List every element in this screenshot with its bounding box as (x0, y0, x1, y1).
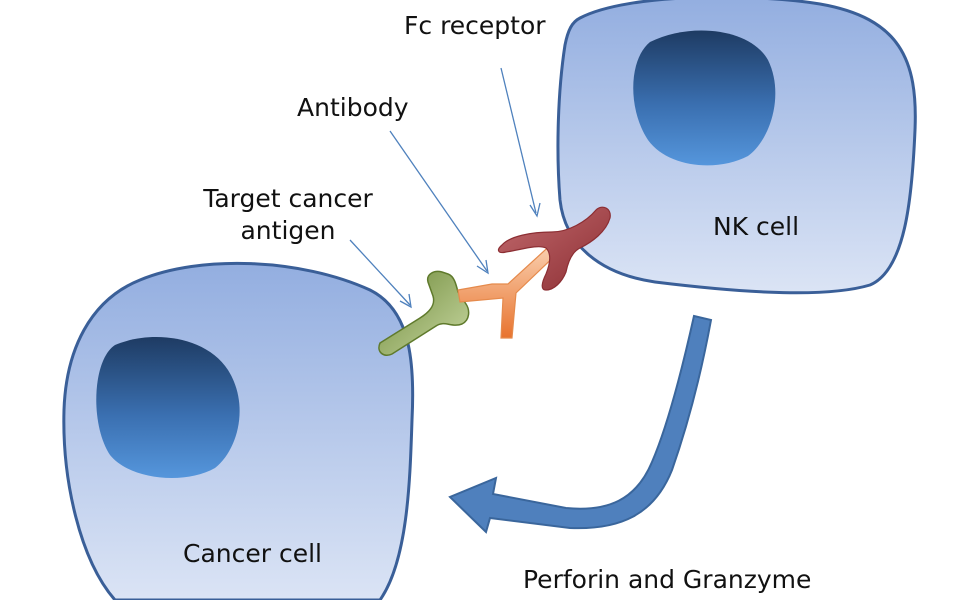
nk-nucleus (633, 30, 776, 166)
fc-receptor-icon (497, 206, 611, 291)
cancer-nucleus (96, 337, 240, 478)
cancer-cell-icon (62, 261, 415, 600)
perforin-arrow-icon (448, 314, 713, 534)
target-antigen-label-line1: Target cancer (203, 184, 373, 213)
fc-receptor-pointer (500, 67, 541, 218)
antibody-pointer (389, 130, 489, 275)
antigen-pointer (349, 239, 412, 309)
nk-cell-icon (556, 0, 917, 295)
cancer-cell-label: Cancer cell (183, 539, 322, 568)
fc-receptor-label: Fc receptor (404, 11, 546, 40)
target-antigen-label: Target cancer antigen (198, 183, 378, 247)
target-antigen-label-line2: antigen (240, 216, 336, 245)
antibody-icon (457, 239, 564, 339)
antibody-label: Antibody (297, 93, 409, 122)
nk-cell-label: NK cell (713, 212, 800, 241)
perforin-granzyme-label: Perforin and Granzyme (523, 565, 812, 594)
